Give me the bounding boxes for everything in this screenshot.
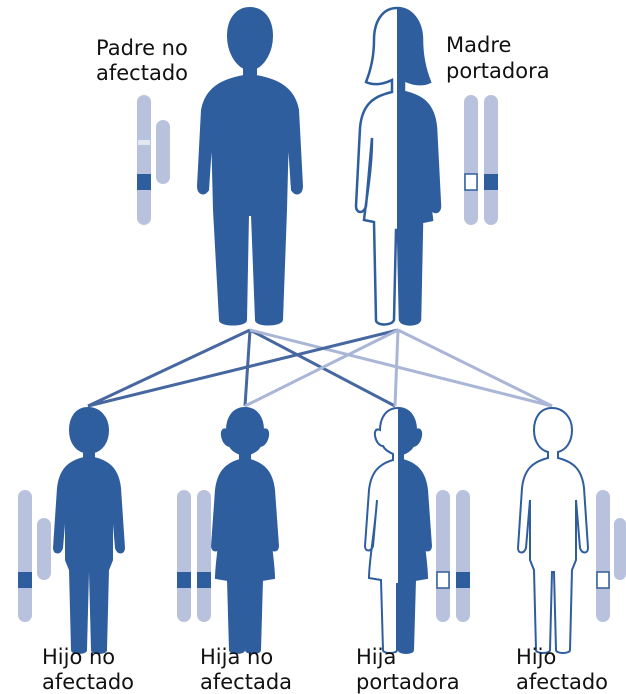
son-unaffected-x-band [18,572,32,588]
son-affected-figure [518,408,588,653]
father-figure [198,8,302,325]
mother-figure [356,8,440,325]
mother-x-chromosome-normal [464,95,478,225]
daughter-unaffected-x2-band [197,572,211,588]
son-affected-x-band-mutant [597,572,609,588]
father-label-line2: afectado [96,61,188,85]
daughter-carrier-x1-chromosome [436,490,450,622]
son-affected-chromosomes [596,490,626,622]
mother-label-line1: Madre [446,33,511,57]
mother-to-son-unaffected-line [88,330,398,406]
son-affected-y-chromosome [614,518,626,580]
child-4-label-line1: Hijo [516,645,556,669]
mother-to-daughter-carrier-line [395,330,398,406]
daughter-carrier-x2-chromosome [456,490,470,622]
daughter-unaffected-x2-chromosome [197,490,211,622]
daughter-unaffected-figure [212,408,278,653]
son-unaffected-chromosomes [18,490,51,622]
father-x-chromosome [137,95,151,225]
father-label-line1: Padre no [96,36,188,60]
son-unaffected-figure [54,408,124,653]
father-y-chromosome [156,120,170,184]
son-unaffected-silhouette [54,408,124,653]
daughter-unaffected-x1-band [177,572,191,588]
father-chromosomes [137,95,170,225]
child-3-label-line1: Hija [356,645,396,669]
mother-chromosomes [464,95,498,225]
son-affected-silhouette [518,408,588,653]
child-3-label-line2: portadora [356,670,460,694]
child-4-label-line2: afectado [516,670,608,694]
father-x-band-normal [137,174,151,190]
father-silhouette [198,8,302,325]
daughter-carrier-figure [365,408,431,653]
daughter-unaffected-silhouette [212,408,278,653]
child-1-label-line2: afectado [42,670,134,694]
father-x-centromere [138,140,150,145]
son-affected-x-chromosome [596,490,610,622]
mother-x-band-normal [465,174,477,190]
child-2-label-line2: afectada [200,670,292,694]
daughter-unaffected-x1-chromosome [177,490,191,622]
child-1-label-line1: Hijo no [42,645,115,669]
son-unaffected-y-chromosome [37,518,51,580]
inheritance-lines [88,330,552,406]
daughter-carrier-x1-band-normal [437,572,449,588]
daughter-carrier-chromosomes [436,490,470,622]
mother-label-line2: portadora [446,59,550,83]
son-unaffected-x-chromosome [18,490,32,622]
father-to-son-unaffected-line [88,330,250,406]
daughter-carrier-x2-band-mutant [456,572,470,588]
mother-x-band-mutant [484,174,498,190]
child-2-label-line1: Hija no [200,645,273,669]
father-to-son-affected-line [250,330,552,406]
mother-to-son-affected-line [398,330,552,406]
mother-x-chromosome-mutant [484,95,498,225]
daughter-unaffected-chromosomes [177,490,211,622]
